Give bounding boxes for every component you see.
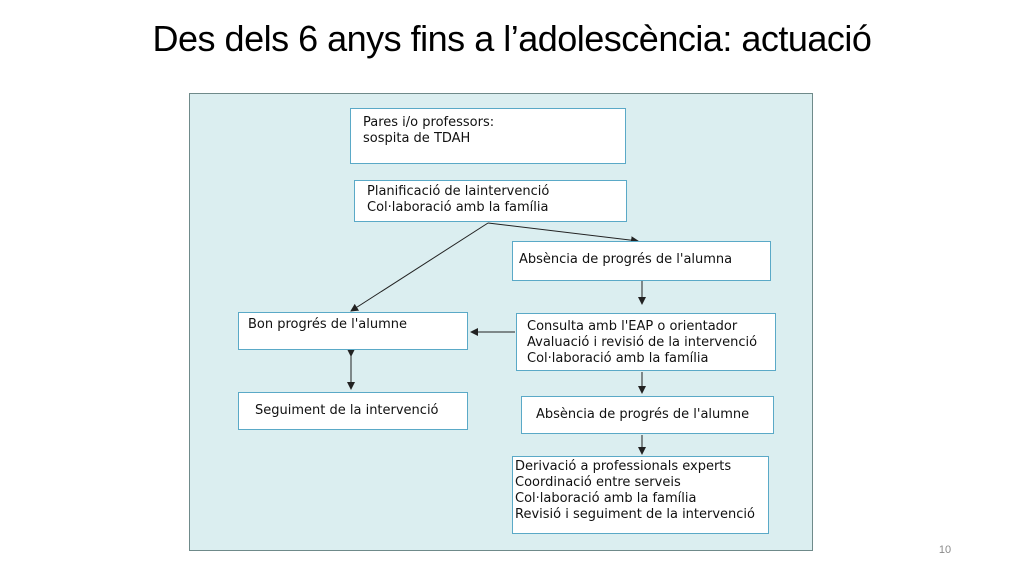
- box-planning: Planificació de laintervenció Col·labora…: [354, 180, 627, 222]
- box-consultation: Consulta amb l'EAP o orientador Avaluaci…: [516, 313, 776, 371]
- box-line: Planificació de laintervenció: [367, 184, 550, 199]
- box-no-progress-alumne: Absència de progrés de l'alumne: [521, 396, 774, 434]
- box-line: Derivació a professionals experts: [515, 459, 732, 474]
- box-line: Consulta amb l'EAP o orientador: [527, 319, 738, 334]
- box-good-progress: Bon progrés de l'alumne: [238, 312, 468, 350]
- box-follow-up: Seguiment de la intervenció: [238, 392, 468, 430]
- flowchart-connectors: [347, 222, 646, 455]
- slide-title: Des dels 6 anys fins a l’adolescència: a…: [152, 18, 872, 59]
- box-line: Col·laboració amb la família: [515, 491, 697, 506]
- arrow-planning-to-good-progress: [350, 222, 489, 312]
- box-no-progress-alumna: Absència de progrés de l'alumna: [512, 241, 771, 281]
- box-line: Col·laboració amb la família: [527, 351, 709, 366]
- box-line: Avaluació i revisió de la intervenció: [527, 335, 758, 350]
- box-line: Absència de progrés de l'alumne: [536, 407, 750, 422]
- box-referral: Derivació a professionals experts Coordi…: [512, 456, 769, 534]
- page-number: 10: [938, 544, 952, 556]
- box-line: sospita de TDAH: [363, 131, 471, 146]
- box-line: Absència de progrés de l'alumna: [519, 252, 733, 267]
- box-line: Seguiment de la intervenció: [255, 403, 439, 418]
- box-line: Col·laboració amb la família: [367, 200, 549, 215]
- box-line: Pares i/o professors:: [363, 115, 495, 130]
- box-line: Revisió i seguiment de la intervenció: [515, 507, 755, 522]
- arrow-planning-to-no-progress: [487, 222, 639, 245]
- flowchart-panel: Pares i/o professors: sospita de TDAH Pl…: [189, 93, 813, 551]
- box-suspicion: Pares i/o professors: sospita de TDAH: [350, 108, 626, 164]
- box-line: Bon progrés de l'alumne: [248, 317, 408, 332]
- box-line: Coordinació entre serveis: [515, 475, 681, 490]
